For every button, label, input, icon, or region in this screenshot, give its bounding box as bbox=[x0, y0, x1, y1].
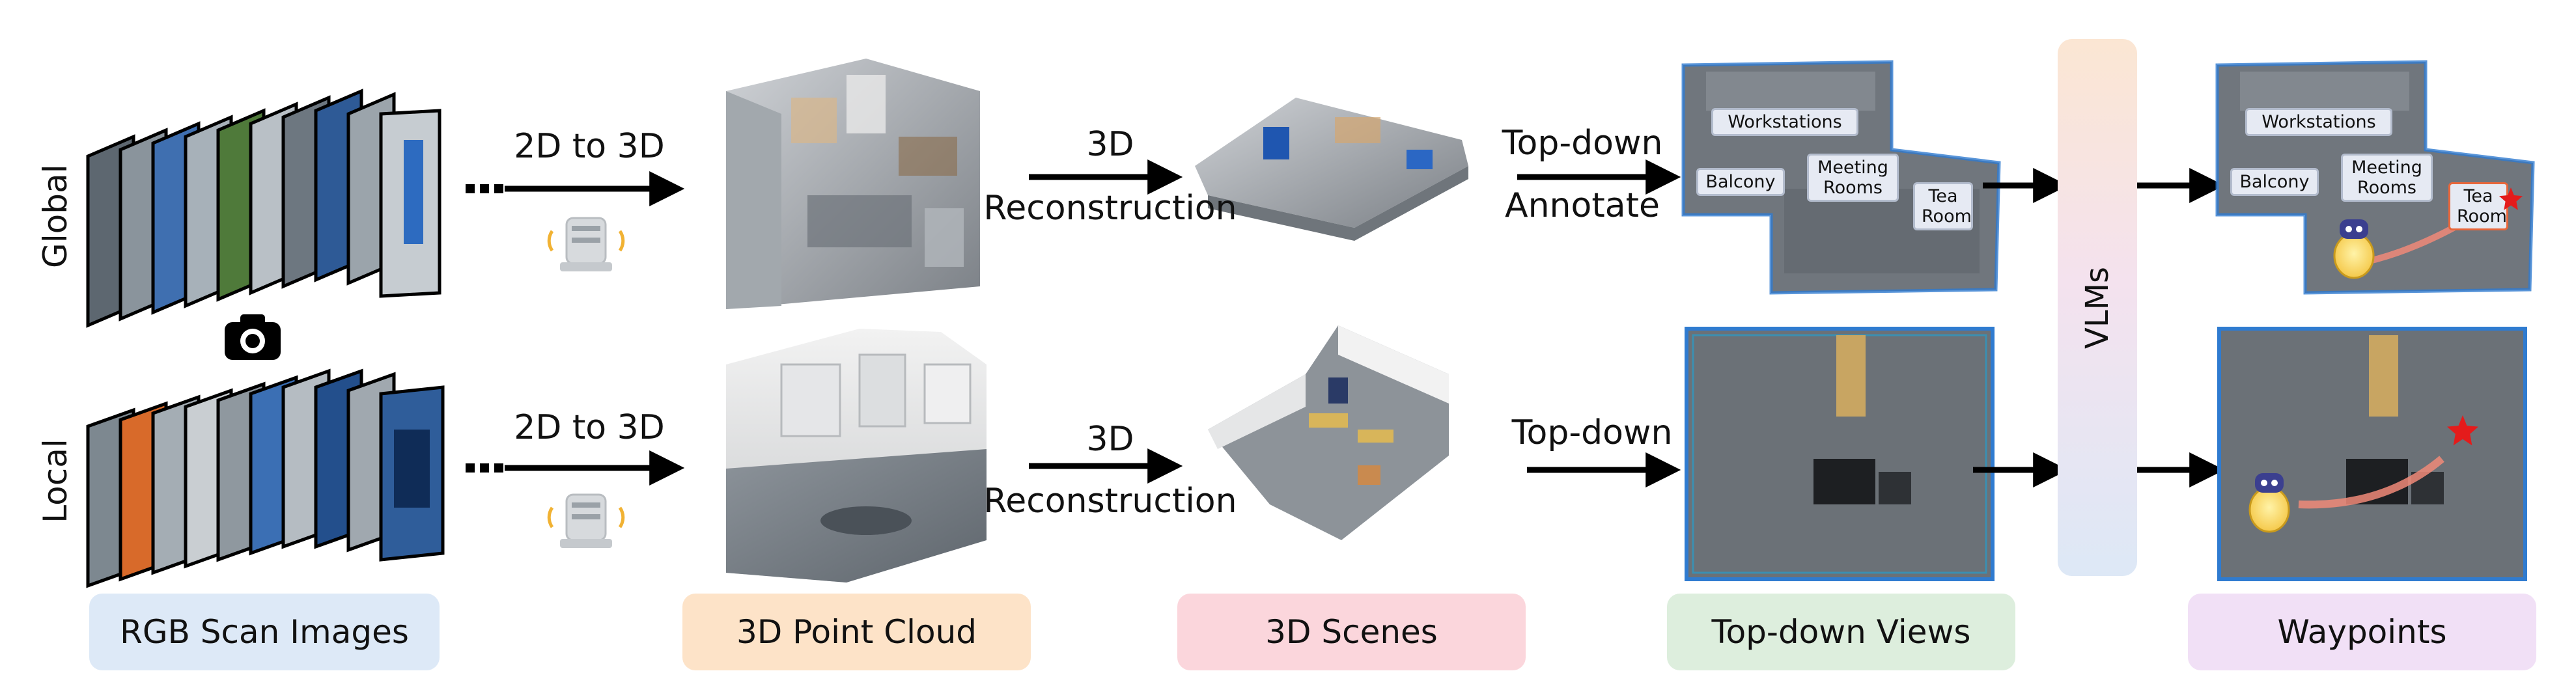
local-point-cloud bbox=[726, 329, 987, 582]
stage-label-rgb-scan-images: RGB Scan Images bbox=[89, 594, 440, 670]
scanner-icon bbox=[547, 217, 625, 271]
scanner-icon bbox=[547, 493, 625, 548]
label-2d-to-3d-bottom: 2D to 3D bbox=[514, 408, 665, 447]
global-scan-image-stack bbox=[86, 89, 441, 328]
robot-icon bbox=[2333, 219, 2375, 279]
label-topdown-top-2: Annotate bbox=[1505, 186, 1660, 225]
label-recon-bottom-1: 3D bbox=[1086, 420, 1134, 459]
star-icon bbox=[2499, 187, 2523, 210]
room-tag-balcony: Balcony bbox=[2230, 168, 2319, 196]
local-3d-scene bbox=[1208, 325, 1449, 540]
label-recon-bottom-2: Reconstruction bbox=[983, 482, 1237, 521]
room-tag-meeting-rooms: Meeting Rooms bbox=[2341, 154, 2433, 202]
room-tag-tea-room: Tea Room bbox=[1913, 182, 1973, 230]
ellipsis-bottom bbox=[466, 463, 503, 473]
global-3d-scene bbox=[1195, 98, 1468, 241]
local-waypoint-map bbox=[2217, 327, 2527, 581]
label-recon-top-1: 3D bbox=[1086, 125, 1134, 164]
room-tag-meeting-rooms: Meeting Rooms bbox=[1807, 154, 1899, 202]
room-tag-workstations: Workstations bbox=[2245, 108, 2392, 136]
label-topdown-top-1: Top-down bbox=[1502, 124, 1663, 163]
vlm-block: VLMs bbox=[2058, 39, 2137, 576]
stage-label-top-down-views: Top-down Views bbox=[1667, 594, 2015, 670]
room-tag-balcony: Balcony bbox=[1696, 168, 1785, 196]
stage-label-waypoints: Waypoints bbox=[2188, 594, 2536, 670]
star-icon bbox=[2447, 415, 2478, 446]
label-2d-to-3d-top: 2D to 3D bbox=[514, 127, 665, 166]
camera-icon bbox=[225, 314, 281, 360]
row-label-global: Global bbox=[36, 164, 74, 269]
row-label-local: Local bbox=[36, 439, 74, 523]
local-topdown-map bbox=[1685, 327, 1995, 581]
stage-label-3d-point-cloud: 3D Point Cloud bbox=[682, 594, 1031, 670]
vlm-label: VLMs bbox=[2079, 266, 2116, 349]
local-scan-image-stack bbox=[86, 368, 445, 588]
robot-icon bbox=[2248, 473, 2290, 533]
label-recon-top-2: Reconstruction bbox=[983, 189, 1237, 228]
ellipsis-top bbox=[466, 184, 503, 193]
label-topdown-bottom: Top-down bbox=[1511, 413, 1673, 452]
room-tag-tea-room: Tea Room bbox=[2448, 182, 2508, 230]
room-tag-workstations: Workstations bbox=[1711, 108, 1858, 136]
global-point-cloud bbox=[726, 59, 980, 309]
stage-label-3d-scenes: 3D Scenes bbox=[1177, 594, 1526, 670]
